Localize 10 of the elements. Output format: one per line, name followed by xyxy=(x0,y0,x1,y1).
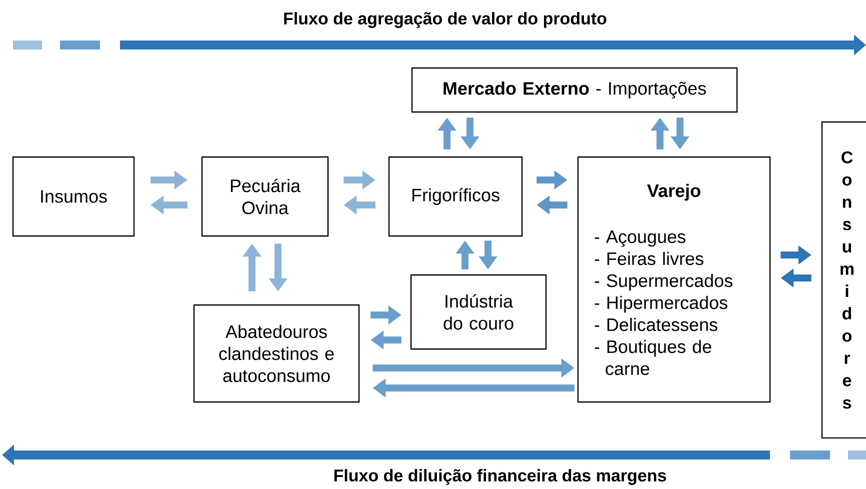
process-box: Pecuária Ovina xyxy=(201,156,329,237)
process-box: Abatedouros clandestinos e autoconsumo xyxy=(193,304,360,403)
process-box: Mercado Externo - Importações xyxy=(411,67,738,113)
flow-label: Fluxo de diluição financeira das margens xyxy=(334,469,666,485)
vertical-text-box: Consumidores xyxy=(821,121,866,439)
flow-label: Fluxo de agregação de valor do produto xyxy=(284,12,606,28)
process-box: Indústria do couro xyxy=(410,274,547,350)
process-box: Insumos xyxy=(12,156,135,237)
list-box: Varejo - Açougues - Feiras livres - Supermercados - Hipermercados - Delicatessens - Boutiques de carne xyxy=(577,156,771,403)
process-box: Frigoríficos xyxy=(388,156,523,237)
